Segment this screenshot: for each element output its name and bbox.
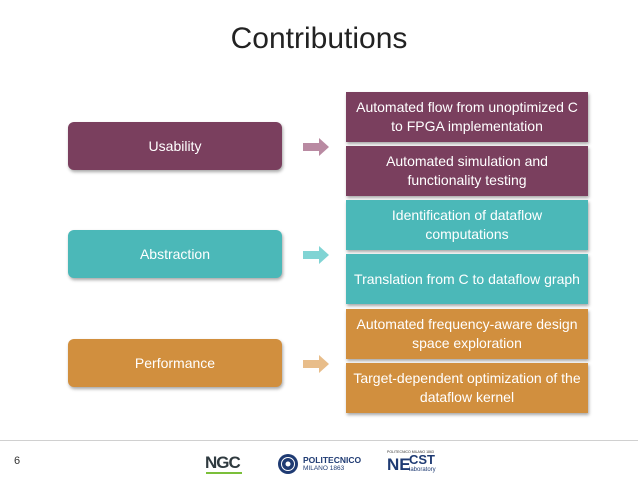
polimi-name: POLITECNICO (303, 455, 362, 465)
category-performance: Performance (68, 339, 282, 387)
page-number: 6 (14, 455, 21, 467)
arrow-icon (303, 246, 329, 264)
arrow-icon (303, 355, 329, 373)
category-abstraction: Abstraction (68, 230, 282, 278)
contribution-abstraction-2: Translation from C to dataflow graph (346, 254, 588, 304)
contribution-usability-1: Automated flow from unoptimized C to FPG… (346, 92, 588, 142)
contribution-performance-2: Target-dependent optimization of the dat… (346, 363, 588, 413)
polimi-logo: POLITECNICO MILANO 1863 (277, 452, 361, 476)
necst-top: POLITECNICO MILANO 1863 (387, 450, 434, 454)
category-usability: Usability (68, 122, 282, 170)
polimi-seal-icon (278, 454, 298, 474)
contribution-abstraction-1: Identification of dataflow computations (346, 200, 588, 250)
contribution-performance-1: Automated frequency-aware design space e… (346, 309, 588, 359)
slide-title: Contributions (230, 22, 408, 55)
footer-divider (0, 440, 638, 441)
ngc-logo-text: NGC (205, 453, 241, 472)
necst-ne: NE (387, 455, 411, 474)
necst-cst: CST (409, 452, 435, 467)
polimi-sub: MILANO 1863 (303, 465, 345, 472)
necst-logo: POLITECNICO MILANO 1863 NE CST laborator… (387, 450, 447, 478)
ngc-logo: NGC (205, 453, 245, 475)
contribution-usability-2: Automated simulation and functionality t… (346, 146, 588, 196)
necst-sub: laboratory (409, 467, 436, 473)
arrow-icon (303, 138, 329, 156)
